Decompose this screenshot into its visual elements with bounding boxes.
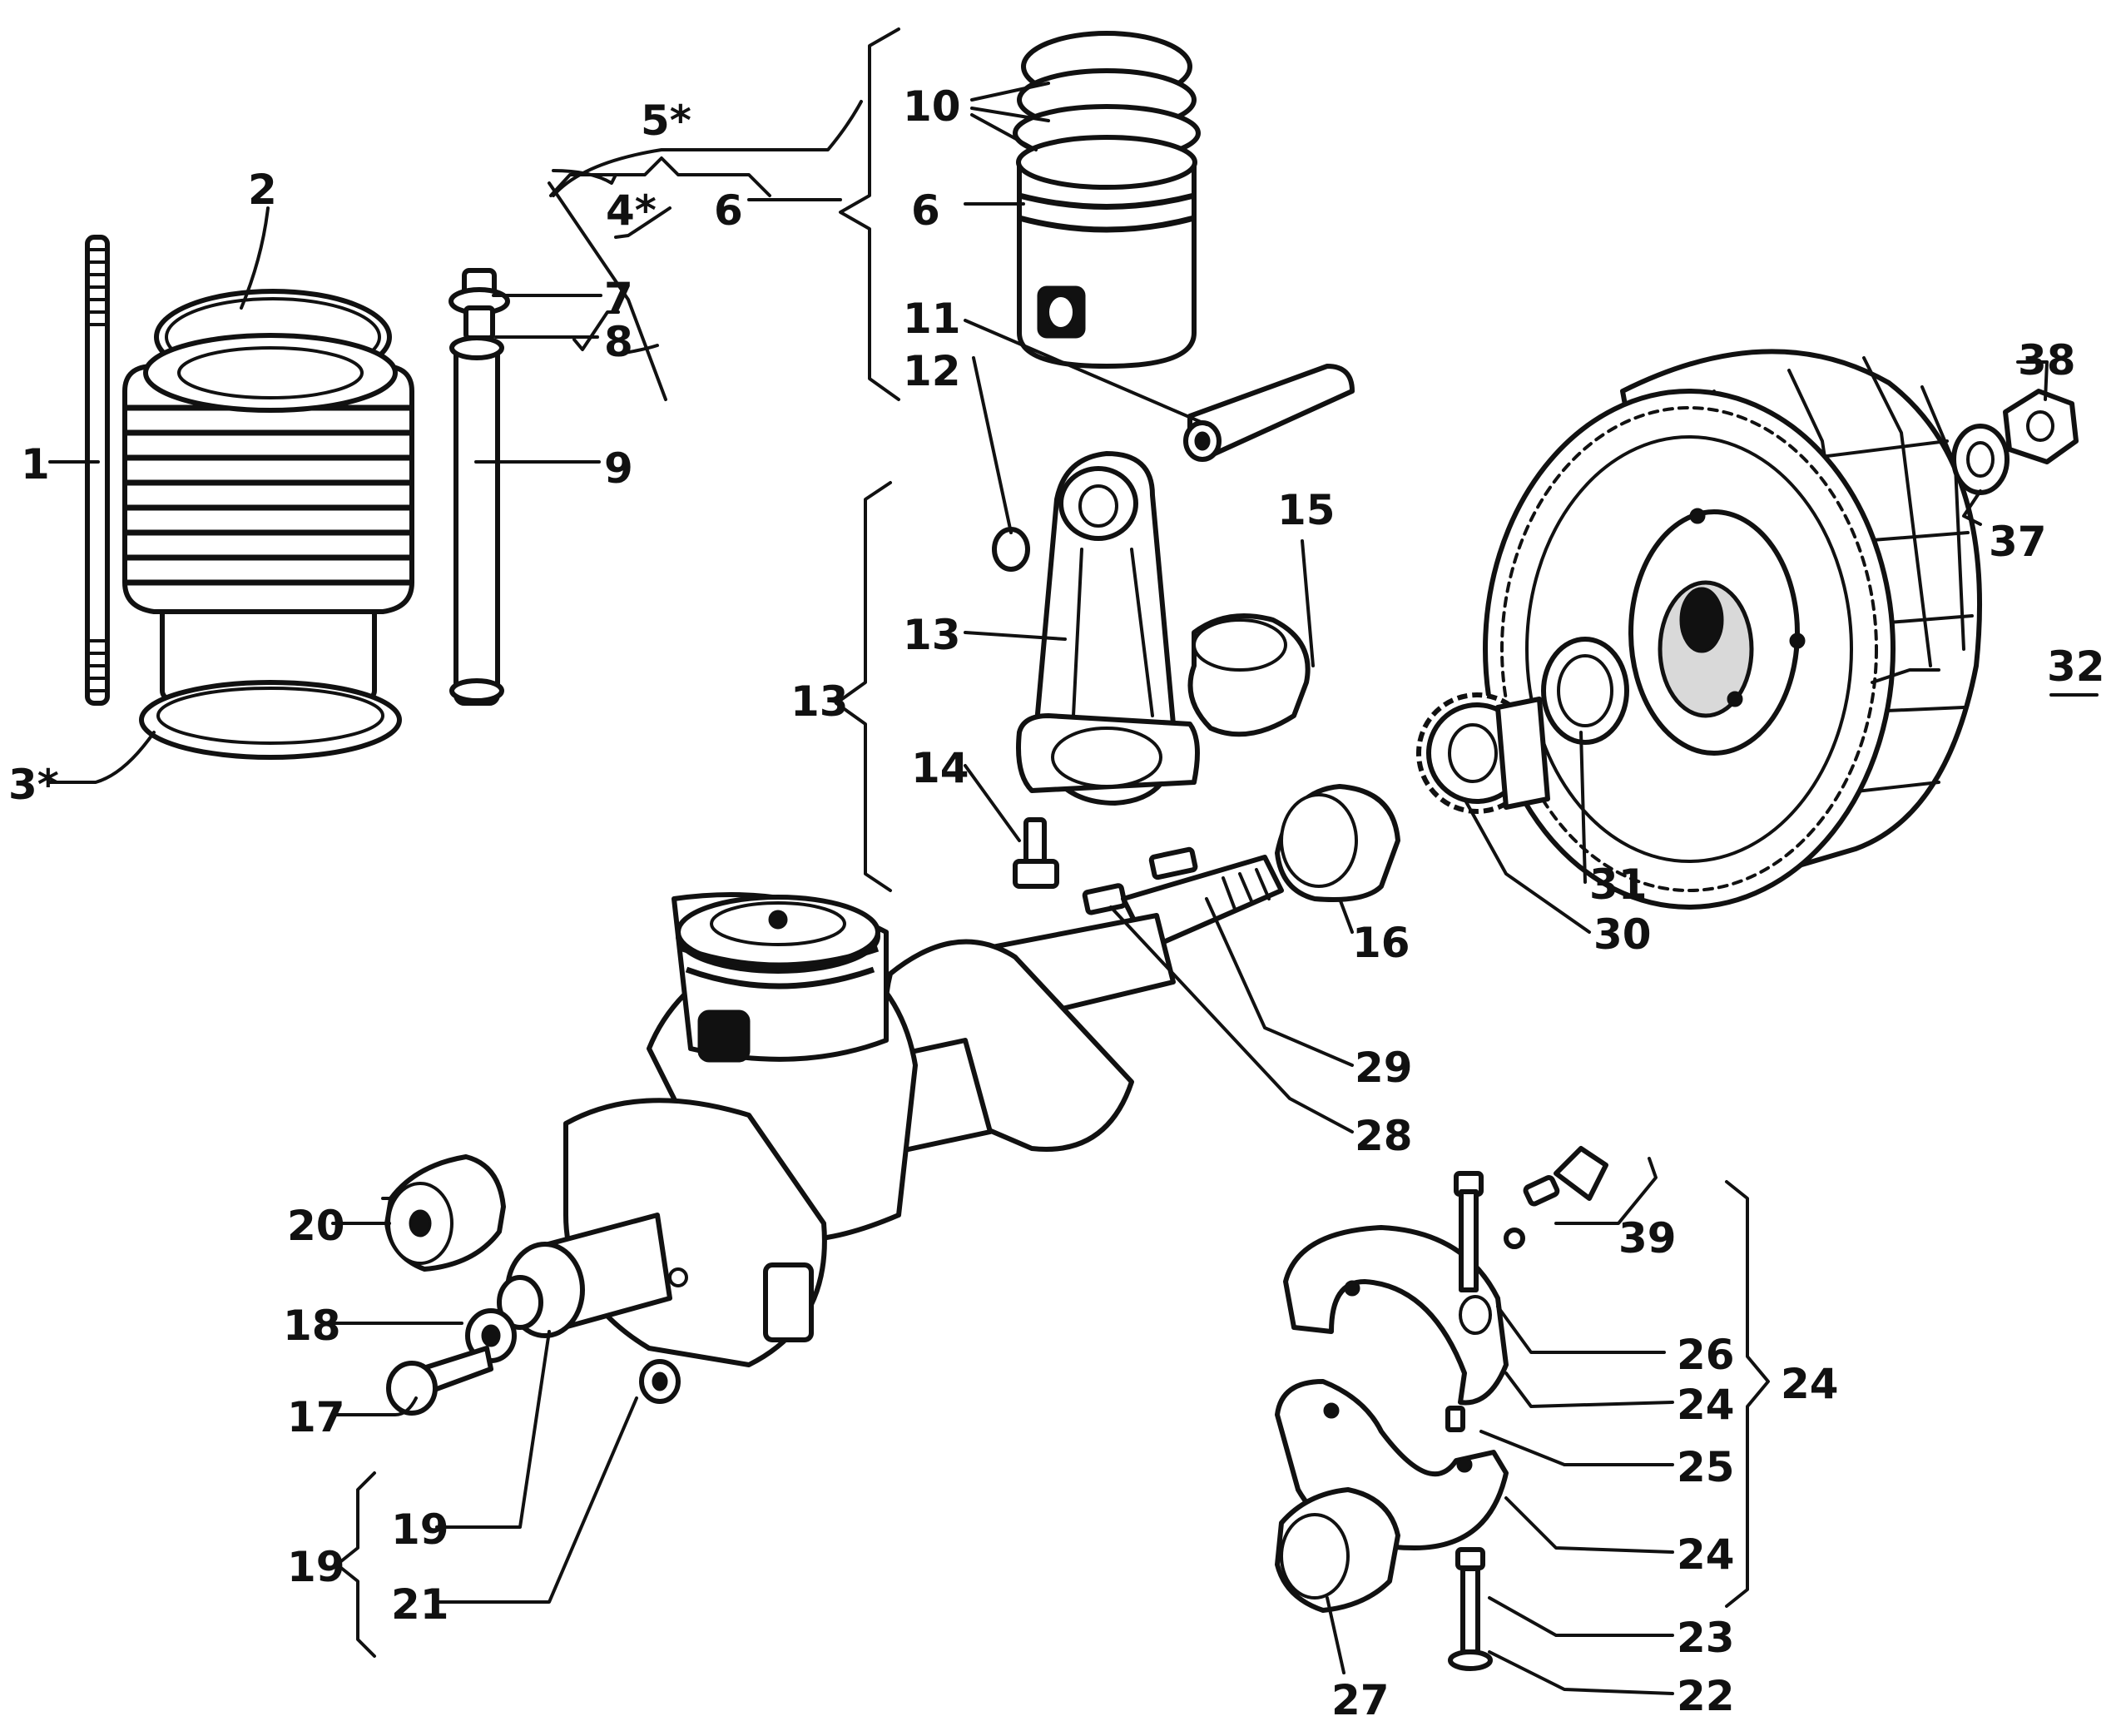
- callout-27: 27: [1331, 1676, 1390, 1724]
- callout-13-brace: 13: [790, 677, 849, 726]
- callout-16: 16: [1352, 919, 1410, 967]
- callout-23: 23: [1677, 1614, 1735, 1662]
- callout-30: 30: [1593, 910, 1652, 959]
- part-6-piston: [1016, 135, 1197, 369]
- callout-32: 32: [2047, 642, 2105, 691]
- callout-12: 12: [903, 347, 961, 395]
- part-16-bearing: [1275, 784, 1400, 902]
- callout-25: 25: [1677, 1443, 1735, 1491]
- callout-5: 5*: [641, 97, 691, 145]
- callout-21: 21: [391, 1580, 449, 1629]
- callout-37: 37: [1989, 518, 2047, 566]
- callout-2: 2: [248, 166, 277, 214]
- part-15-bushing: [1187, 613, 1311, 737]
- part-14-bolt: [1013, 817, 1059, 889]
- callout-15: 15: [1277, 486, 1336, 534]
- callout-24-brace: 24: [1781, 1360, 1839, 1408]
- callout-39: 39: [1618, 1214, 1677, 1262]
- part-25-dowel: [1445, 1406, 1465, 1432]
- part-32-flywheel: [1483, 349, 1983, 910]
- callout-7: 7: [604, 274, 633, 322]
- part-13-connecting-rod: [1016, 451, 1200, 806]
- callout-10: 10: [903, 82, 961, 131]
- part-crankshaft: [497, 855, 1284, 1367]
- callout-4: 4*: [606, 186, 657, 235]
- part-21-plug: [639, 1359, 681, 1404]
- part-20-sleeve: [384, 1154, 506, 1272]
- callout-8: 8: [604, 318, 633, 366]
- callout-13-label: 13: [903, 611, 961, 659]
- callout-1: 1: [21, 440, 50, 489]
- part-1-stud: [85, 235, 110, 706]
- part-30-gear: [1416, 692, 1550, 814]
- callout-18: 18: [283, 1302, 341, 1350]
- leader-lines: [48, 82, 2099, 1695]
- callout-31: 31: [1589, 861, 1648, 909]
- part-3-base-gasket: [139, 680, 402, 760]
- callout-24-upper: 24: [1677, 1381, 1735, 1429]
- part-12-circlip: [992, 527, 1030, 572]
- callout-29: 29: [1355, 1044, 1413, 1092]
- callout-9: 9: [604, 444, 633, 493]
- part-24-upper-housing: [1283, 1225, 1509, 1406]
- part-31-seal: [1541, 637, 1629, 745]
- part-7-8-nut-washer: [448, 268, 510, 340]
- part-9-tube: [449, 335, 504, 706]
- callout-6-left: 6: [714, 186, 743, 235]
- part-cylinder-barrel: [122, 333, 414, 702]
- callout-11: 11: [903, 295, 961, 343]
- part-17-18-bolt-washer: [386, 1308, 517, 1416]
- callout-26: 26: [1677, 1331, 1735, 1379]
- callout-17: 17: [287, 1393, 345, 1441]
- part-26-bolt: [1454, 1171, 1484, 1292]
- callout-38: 38: [2018, 336, 2076, 384]
- part-39-fitting: [1504, 1146, 1608, 1249]
- callout-19-label: 19: [391, 1505, 449, 1554]
- part-27-bushing: [1275, 1487, 1400, 1613]
- part-38-nut: [2003, 389, 2079, 464]
- callout-19-brace: 19: [287, 1543, 345, 1591]
- callout-20: 20: [287, 1202, 345, 1250]
- part-22-23-bolt-washer: [1448, 1547, 1493, 1671]
- part-28-29-keys: [1082, 846, 1198, 915]
- braces: [335, 27, 1770, 1658]
- callout-28: 28: [1355, 1112, 1413, 1160]
- callout-labels: 1 2 3* 4* 5* 6 6 7 8 9 10 11 12 13 13 14…: [8, 82, 2105, 1724]
- callout-24-lower: 24: [1677, 1530, 1735, 1579]
- callout-3: 3*: [8, 761, 59, 809]
- callout-6-right: 6: [911, 186, 940, 235]
- callout-22: 22: [1677, 1672, 1735, 1720]
- part-10-piston-rings: [1013, 31, 1201, 162]
- callout-14: 14: [911, 744, 969, 792]
- part-37-washer: [1951, 424, 2010, 495]
- part-11-pin: [1183, 364, 1355, 462]
